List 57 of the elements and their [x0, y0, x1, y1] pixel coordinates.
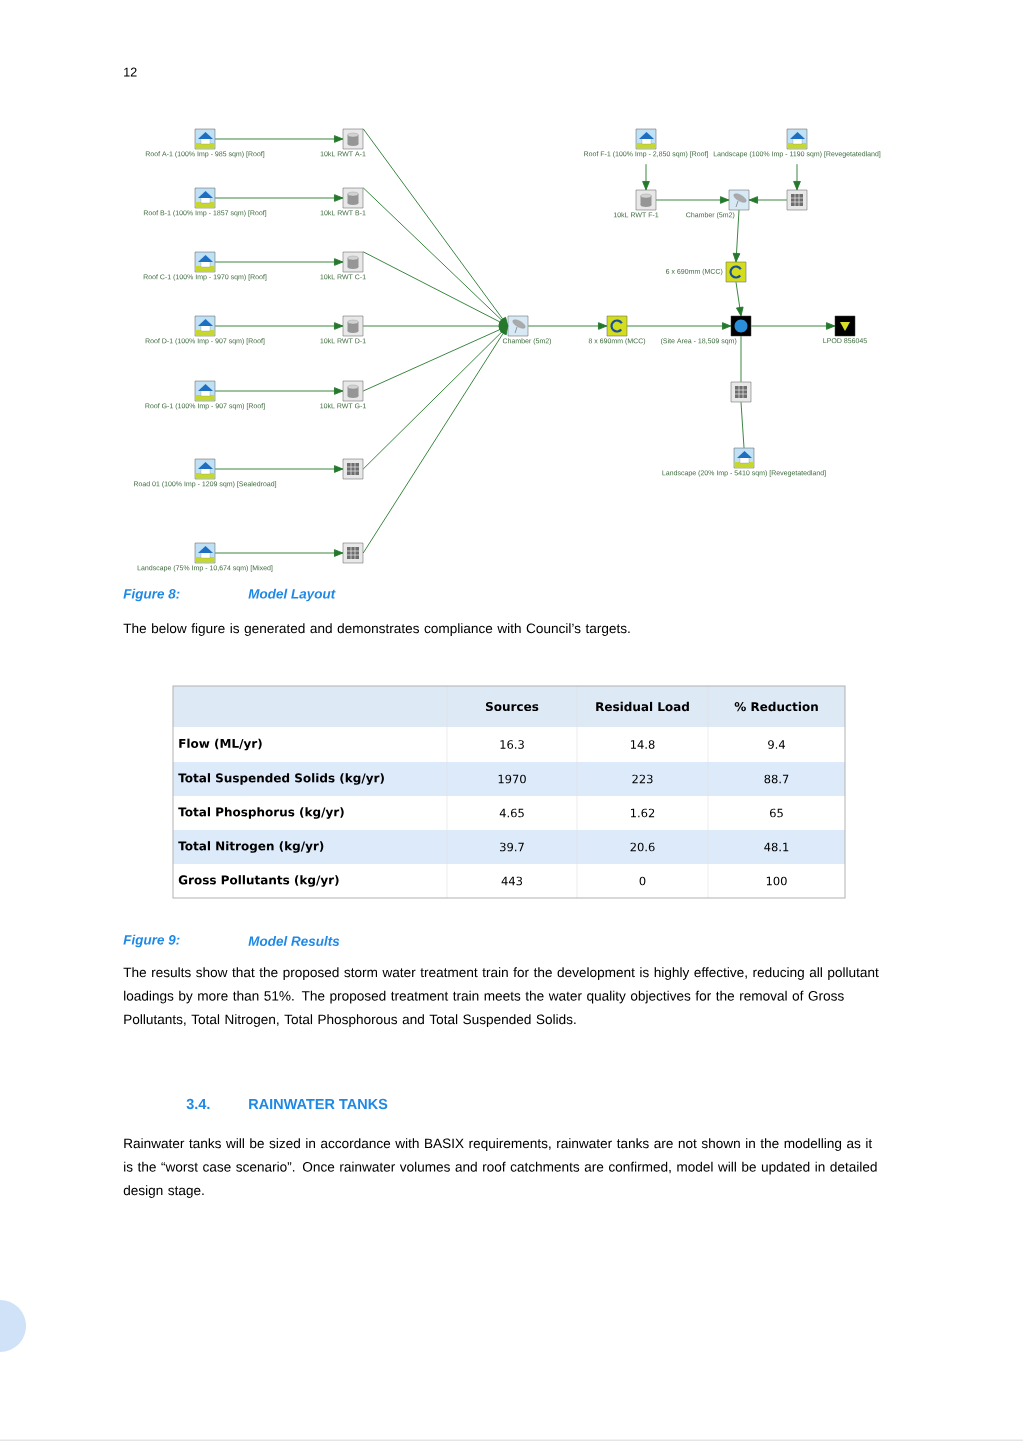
- arrow: [362, 187, 509, 327]
- paragraph: Rainwater tanks will be sized in accordance with BASIX requirements, rainwater tanks are not shown in the modelling as it is the “worst case scenario”. Once rainwater volumes and roof catchments are confirmed, model will be updated in detailed design stage.: [123, 1138, 877, 1198]
- arrow: [214, 135, 344, 143]
- row-header: Flow (ML/yr): [179, 738, 262, 751]
- table-value: 14.8: [630, 740, 655, 749]
- table-value: 48.1: [764, 842, 789, 852]
- column-header: % Reduction: [734, 701, 818, 712]
- table-value: 4.65: [499, 808, 524, 818]
- table-value: 443: [501, 876, 523, 886]
- row-header: Total Suspended Solids (kg/yr): [178, 773, 384, 785]
- table-value: 1.62: [630, 808, 655, 818]
- arrow: [362, 325, 509, 554]
- arrow: [793, 163, 801, 191]
- figure-caption: Model Results: [248, 936, 340, 946]
- arrow: [214, 387, 344, 395]
- row-header: Gross Pollutants (kg/yr): [178, 875, 339, 887]
- table-value: 39.7: [500, 842, 524, 852]
- table-value: 1970: [498, 774, 526, 784]
- basket-icon: [730, 381, 752, 403]
- figure-caption: Model Layout: [248, 588, 336, 602]
- arrow: [214, 465, 344, 473]
- table-value: 20.6: [630, 842, 655, 852]
- arrow: [214, 258, 344, 266]
- arrow: [642, 163, 650, 191]
- figure-caption: Figure 9:: [123, 934, 180, 948]
- column-header: Sources: [486, 701, 539, 712]
- page-number: 12: [124, 67, 137, 77]
- arrow: [214, 549, 344, 557]
- paragraph: The below figure is generated and demonstrates compliance with Council’s targets.: [123, 623, 630, 636]
- table-value: 65: [770, 808, 783, 818]
- arrow: [214, 194, 344, 202]
- section-number: 3.4.: [186, 1098, 210, 1110]
- row-header: Total Phosphorus (kg/yr): [178, 807, 344, 819]
- paragraph: The results show that the proposed storm water treatment train for the development is highly effective, reducing all pollutant loadings by more than 51%. The proposed treatment train meets the water quality objectives for the removal of Gross Pollutants, Total Nitrogen, Total Phosphorous and Total Suspended Solids.: [123, 967, 879, 1027]
- table-value: 0: [639, 876, 646, 886]
- table-value: 16.3: [500, 740, 524, 749]
- basket-icon: [342, 458, 364, 480]
- arrow: [362, 128, 509, 327]
- table-value: 9.4: [768, 740, 785, 749]
- table-value: 223: [632, 774, 653, 784]
- arrow: [748, 196, 788, 204]
- arrow: [527, 322, 608, 330]
- arrow: [362, 325, 509, 470]
- figure-caption: Figure 8:: [123, 588, 180, 602]
- basket-icon: [342, 542, 364, 564]
- arrow: [626, 322, 732, 330]
- basket-icon: [786, 189, 808, 211]
- arrow: [732, 209, 741, 263]
- table-value: 100: [766, 876, 787, 886]
- table-value: 88.7: [764, 774, 789, 784]
- arrow: [750, 322, 836, 330]
- row-header: Total Nitrogen (kg/yr): [178, 841, 324, 853]
- arrow: [214, 322, 344, 330]
- section-heading: RAINWATER TANKS: [249, 1098, 388, 1110]
- arrow: [735, 281, 744, 317]
- column-header: Residual Load: [596, 701, 689, 712]
- arrow: [655, 196, 730, 204]
